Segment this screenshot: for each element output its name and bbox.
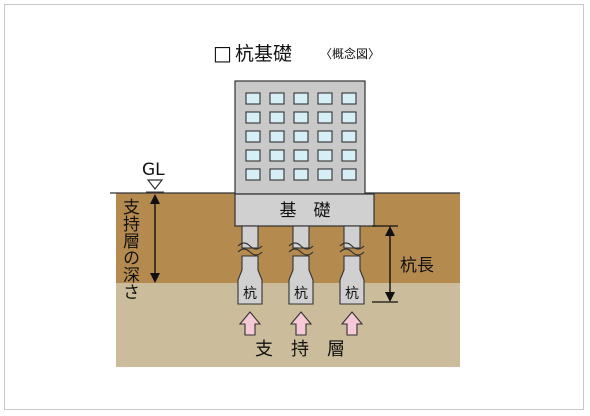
window <box>317 111 333 124</box>
depth-to-bearing-layer-label: 支持層の深さ <box>119 198 140 300</box>
pile-length-arrow-top-icon <box>385 226 395 236</box>
window <box>245 92 261 105</box>
window <box>317 168 333 181</box>
window <box>245 111 261 124</box>
pile-length-arrow-bottom-icon <box>385 292 395 302</box>
bearing-layer-label: 支 持 層 <box>255 339 345 360</box>
window <box>293 168 309 181</box>
bearing-arrows <box>238 311 364 336</box>
pile-break-icon <box>339 242 365 250</box>
pile: 杭 <box>288 225 314 305</box>
window <box>341 130 357 143</box>
window <box>245 149 261 162</box>
piles: 杭杭杭 <box>237 225 365 305</box>
pile-label: 杭 <box>294 286 308 302</box>
upward-arrow-icon <box>340 311 364 336</box>
upward-arrow-icon <box>238 311 262 336</box>
title-checkbox: □ <box>213 41 232 65</box>
window <box>269 130 285 143</box>
pile: 杭 <box>237 225 263 305</box>
window <box>269 149 285 162</box>
building-windows <box>245 92 357 181</box>
pile-length-label: 杭長 <box>400 256 434 276</box>
window <box>341 168 357 181</box>
window <box>245 168 261 181</box>
window <box>341 92 357 105</box>
diagram-title: 杭基礎 <box>235 43 292 65</box>
ground-level-label: GL <box>142 160 165 180</box>
window <box>269 111 285 124</box>
window <box>341 111 357 124</box>
pile-break-icon <box>288 242 314 250</box>
bearing-soil-layer <box>116 283 460 367</box>
window <box>269 168 285 181</box>
pile-label: 杭 <box>345 286 359 302</box>
ground-level-marker-icon <box>146 179 164 190</box>
diagram-note: 〈概念図〉 <box>320 46 380 61</box>
window <box>317 92 333 105</box>
window <box>293 130 309 143</box>
pile-label: 杭 <box>243 286 257 302</box>
window <box>317 130 333 143</box>
window <box>317 149 333 162</box>
pile-break-icon <box>237 242 263 250</box>
depth-dimension-arrow-bottom-icon <box>150 273 160 283</box>
window <box>341 149 357 162</box>
window <box>293 111 309 124</box>
pile: 杭 <box>339 225 365 305</box>
depth-dimension-arrow-top-icon <box>150 194 160 204</box>
window <box>269 92 285 105</box>
window <box>245 130 261 143</box>
foundation-label: 基 礎 <box>280 201 331 221</box>
upward-arrow-icon <box>289 311 313 336</box>
window <box>293 149 309 162</box>
window <box>293 92 309 105</box>
